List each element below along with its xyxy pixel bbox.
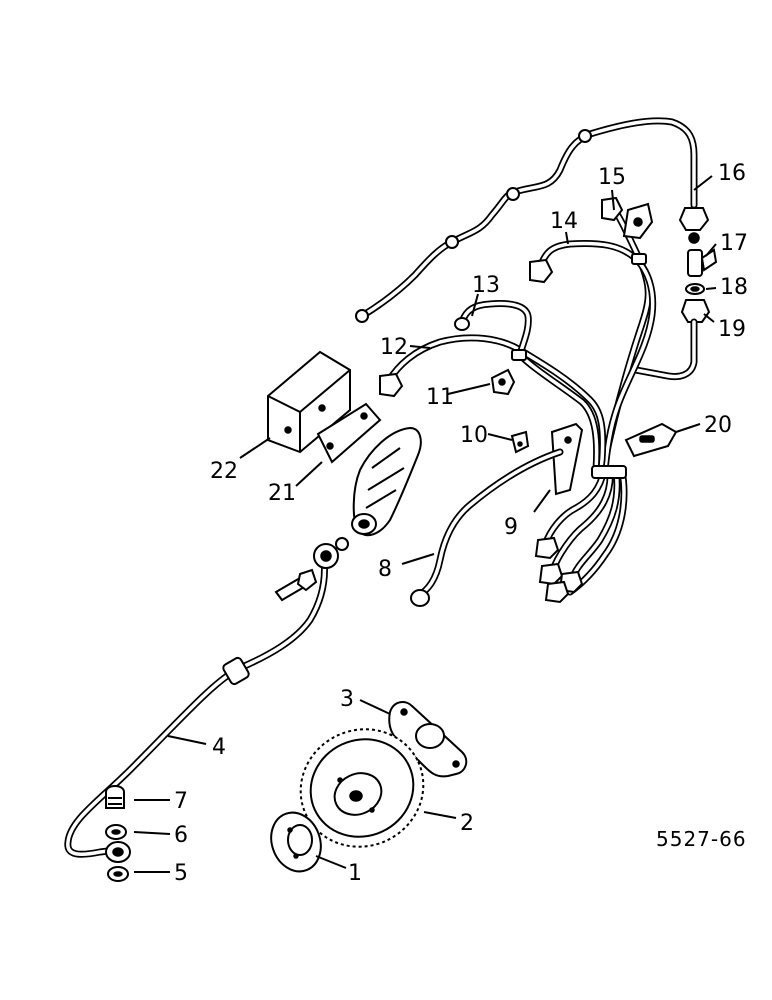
callout-8: 8 [378,557,392,582]
gasket-3 [388,701,468,778]
fuel-line-8 [410,448,564,607]
callout-2: 2 [460,811,474,836]
callout-9: 9 [504,515,518,540]
gear-2 [299,728,425,848]
banjo-fitting [105,841,131,863]
gasket-21 [316,402,382,464]
callout-labels: 16 15 14 17 18 19 13 12 11 10 9 20 8 22 … [174,161,748,886]
clip-10 [510,430,530,454]
callout-3: 3 [340,687,354,712]
callout-17: 17 [720,231,748,256]
clamp-20 [624,422,678,458]
callout-12: 12 [380,335,408,360]
callout-1: 1 [348,861,362,886]
fitting-17 [687,232,718,277]
callout-21: 21 [268,481,296,506]
nut-19 [632,299,711,381]
callout-13: 13 [472,273,500,298]
washer-18 [685,283,705,295]
callout-5: 5 [174,861,188,886]
bracket-9 [534,422,628,604]
hub-1 [270,811,322,873]
fuel-line-13 [454,300,601,474]
callout-14: 14 [550,209,578,234]
reference-code: 5527-66 [656,827,747,851]
callout-16: 16 [718,161,746,186]
leader-lines [133,175,717,873]
callout-7: 7 [174,789,188,814]
fuel-line-16 [355,117,710,323]
washer-6 [105,824,127,840]
washer-5 [107,866,129,882]
fuel-line-14 [529,202,657,474]
clamp-11 [490,368,516,396]
callout-11: 11 [426,385,454,410]
callout-6: 6 [174,823,188,848]
callout-19: 19 [718,317,746,342]
callout-4: 4 [212,735,226,760]
fuel-line-4 [64,537,349,858]
callout-22: 22 [210,459,238,484]
callout-18: 18 [720,275,748,300]
callout-15: 15 [598,165,626,190]
callout-10: 10 [460,423,488,448]
bolt-7 [105,785,125,809]
pump-housing [351,426,422,537]
callout-20: 20 [704,413,732,438]
